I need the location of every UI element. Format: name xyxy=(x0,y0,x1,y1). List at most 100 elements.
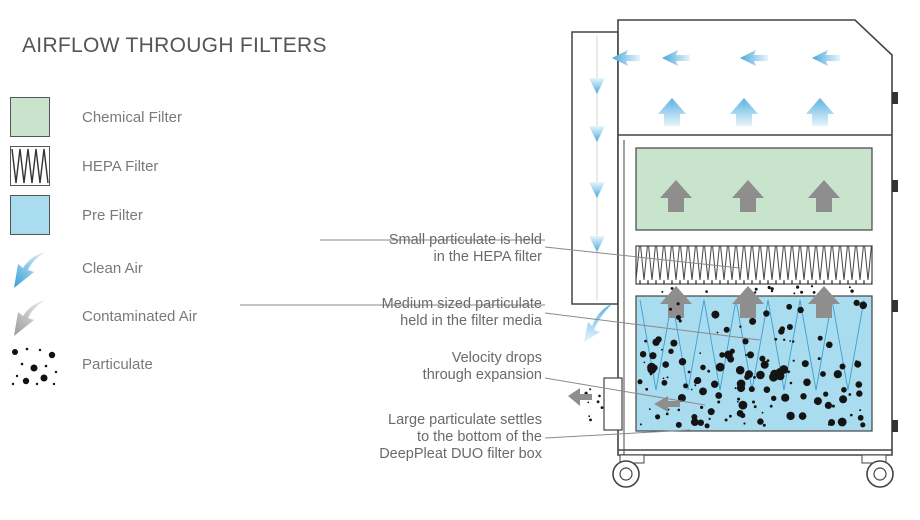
particle xyxy=(745,354,747,356)
callout-small-particulate: Small particulate is held in the HEPA fi… xyxy=(282,232,542,266)
particle xyxy=(831,404,835,408)
particle xyxy=(675,421,682,428)
callout-medium-particulate-line2: held in the filter media xyxy=(400,313,542,329)
particle xyxy=(756,370,765,380)
legend-chemical-filter: Chemical Filter xyxy=(8,97,248,141)
contaminated-air-inlet-arrow xyxy=(568,388,592,406)
particle xyxy=(813,397,822,406)
particle xyxy=(670,287,674,290)
particle xyxy=(587,401,590,404)
particle xyxy=(848,286,851,289)
particle xyxy=(694,384,697,387)
particle xyxy=(693,378,700,385)
particle xyxy=(769,404,773,408)
particle xyxy=(723,326,730,333)
upper-clean-air-arrows xyxy=(658,98,834,126)
particle xyxy=(699,387,707,396)
particle xyxy=(707,408,715,416)
particle xyxy=(753,405,757,409)
legend-label-hepa-filter: HEPA Filter xyxy=(82,158,159,175)
particle xyxy=(850,413,853,417)
particle xyxy=(778,328,785,335)
particle xyxy=(770,289,774,293)
legend-pre-filter: Pre Filter xyxy=(8,195,248,239)
legend-label-chemical-filter: Chemical Filter xyxy=(82,109,183,126)
particle xyxy=(810,285,814,288)
particle xyxy=(855,360,858,363)
particle xyxy=(700,364,706,371)
particle xyxy=(668,348,674,354)
particle xyxy=(666,376,669,379)
return-duct xyxy=(571,31,619,305)
particle xyxy=(763,310,770,317)
particle xyxy=(857,414,864,421)
legend-label-pre-filter: Pre Filter xyxy=(82,207,143,224)
particle xyxy=(734,387,737,390)
particle xyxy=(683,383,689,389)
particle xyxy=(738,400,748,410)
particle xyxy=(662,361,669,368)
callout-velocity-drops-line2: through expansion xyxy=(422,367,542,383)
hepa-filter-swatch xyxy=(10,146,50,186)
particle xyxy=(754,287,758,291)
particle xyxy=(789,381,793,385)
particle xyxy=(596,400,600,404)
clean-air-outlet-arrow xyxy=(584,304,612,342)
particle xyxy=(715,392,723,399)
particle xyxy=(837,417,847,427)
particle xyxy=(652,338,660,346)
particle xyxy=(676,315,681,320)
legend-clean-air: Clean Air xyxy=(8,248,248,292)
particle xyxy=(783,371,786,374)
particle xyxy=(771,395,777,401)
particle xyxy=(839,363,846,370)
callout-large-particulate-line2: to the bottom of the xyxy=(417,429,542,445)
particle xyxy=(737,397,741,401)
particle xyxy=(839,395,848,404)
particle xyxy=(704,423,710,429)
particle xyxy=(649,352,657,360)
particle xyxy=(639,423,642,426)
particle xyxy=(711,310,720,319)
particle xyxy=(716,331,719,334)
contaminated-air-inner-arrow xyxy=(654,396,680,412)
particle xyxy=(797,306,804,314)
particle xyxy=(697,419,704,426)
callout-medium-particulate-line1: Medium sized particulate xyxy=(381,296,542,312)
callout-velocity-drops-line1: Velocity drops xyxy=(451,350,542,366)
particle xyxy=(753,376,756,379)
contaminated-air-arrow-icon xyxy=(10,296,50,336)
particle xyxy=(677,408,681,412)
particle xyxy=(769,372,779,382)
callout-leader-lines xyxy=(240,239,761,439)
left-caster-wheel xyxy=(612,454,645,488)
particle xyxy=(676,302,680,306)
particle xyxy=(817,335,823,341)
particle xyxy=(859,301,867,310)
callout-large-particulate: Large particulate settles to the bottom … xyxy=(282,412,542,463)
legend-hepa-filter: HEPA Filter xyxy=(8,146,248,190)
particle xyxy=(700,405,704,409)
particle xyxy=(787,370,791,374)
pre-filter-swatch xyxy=(10,195,50,235)
right-caster-wheel xyxy=(861,454,894,488)
particle xyxy=(747,351,754,359)
particle xyxy=(850,289,854,293)
particle xyxy=(669,307,672,311)
particle xyxy=(757,418,764,425)
particle xyxy=(742,338,749,345)
particle xyxy=(859,409,862,412)
particle xyxy=(754,291,757,294)
particle xyxy=(699,352,702,354)
particle xyxy=(735,365,745,375)
particle xyxy=(824,401,833,409)
particle xyxy=(779,365,789,374)
particle xyxy=(829,404,832,408)
particle xyxy=(661,379,668,386)
particle xyxy=(670,339,678,347)
particle xyxy=(717,400,721,404)
particle xyxy=(786,324,793,330)
callout-small-particulate-line1: Small particulate is held xyxy=(388,232,542,248)
particle xyxy=(736,400,739,403)
